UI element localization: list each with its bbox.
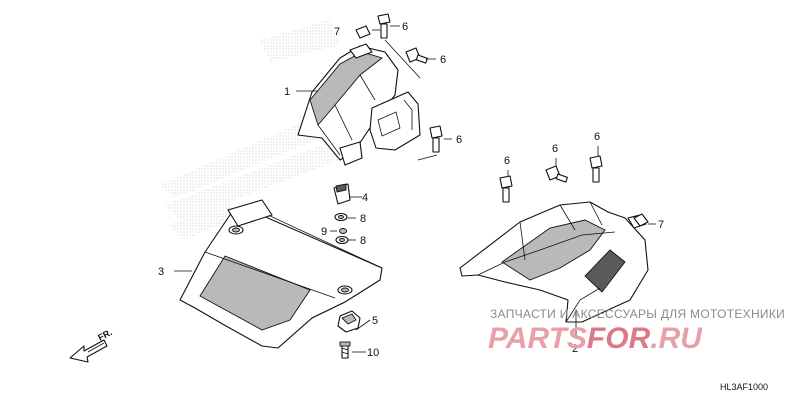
site-watermark: ЗАПЧАСТИ И АКСЕССУАРЫ ДЛЯ МОТОТЕХНИКИ PA… xyxy=(488,307,785,355)
part-5-clip[interactable] xyxy=(337,310,361,333)
callout-7a: 7 xyxy=(334,26,340,38)
watermark-brand-right: .RU xyxy=(650,322,703,355)
callout-5: 5 xyxy=(372,315,378,327)
callout-6e: 6 xyxy=(552,143,558,155)
part-9-washer[interactable] xyxy=(339,228,347,234)
watermark-tagline: ЗАПЧАСТИ И АКСЕССУАРЫ ДЛЯ МОТОТЕХНИКИ xyxy=(490,307,785,321)
part-8-washer-b[interactable] xyxy=(335,235,349,245)
part-1-upper-cover[interactable] xyxy=(297,43,421,166)
part-6-bolt-a[interactable] xyxy=(377,13,391,39)
part-10-screw[interactable] xyxy=(339,341,351,359)
callout-8b: 8 xyxy=(360,235,366,247)
part-6-bolt-e[interactable] xyxy=(545,165,568,183)
callout-6b: 6 xyxy=(440,54,446,66)
part-6-bolt-f[interactable] xyxy=(589,155,603,183)
front-direction-arrow: FR. xyxy=(69,327,114,363)
callout-6c: 6 xyxy=(456,134,462,146)
callout-7b: 7 xyxy=(658,219,664,231)
part-6-bolt-b[interactable] xyxy=(405,47,428,64)
part-4-grommet[interactable] xyxy=(333,183,351,205)
part-7-clip-a[interactable] xyxy=(355,25,371,39)
callout-4: 4 xyxy=(362,192,368,204)
part-6-bolt-c[interactable] xyxy=(429,125,443,153)
watermark-brand-mid: FOR xyxy=(587,322,651,355)
watermark-brand: PARTSFOR.RU xyxy=(488,322,703,355)
callout-3: 3 xyxy=(158,266,164,278)
watermark-brand-left: PARTS xyxy=(488,322,587,355)
callout-labels: 1 2 3 4 5 6 6 6 6 6 6 7 7 8 8 9 10 xyxy=(158,21,664,359)
part-8-washer-a[interactable] xyxy=(334,212,348,222)
diagram-code: HL3AF1000 xyxy=(720,382,768,392)
callout-6a: 6 xyxy=(402,21,408,33)
part-2-side-cover[interactable] xyxy=(459,201,649,323)
part-3-lower-cover[interactable] xyxy=(179,199,383,349)
leader-lines xyxy=(174,25,656,353)
callout-6f: 6 xyxy=(594,131,600,143)
callout-1: 1 xyxy=(284,86,290,98)
part-6-bolt-d[interactable] xyxy=(499,175,513,203)
callout-9: 9 xyxy=(321,226,327,238)
callout-6d: 6 xyxy=(504,155,510,167)
callout-8a: 8 xyxy=(360,213,366,225)
background-wing-emblem xyxy=(160,20,345,240)
part-7-clip-b[interactable] xyxy=(633,213,649,227)
callout-2: 2 xyxy=(572,343,578,355)
callout-10: 10 xyxy=(367,347,379,359)
front-direction-label: FR. xyxy=(96,327,113,343)
